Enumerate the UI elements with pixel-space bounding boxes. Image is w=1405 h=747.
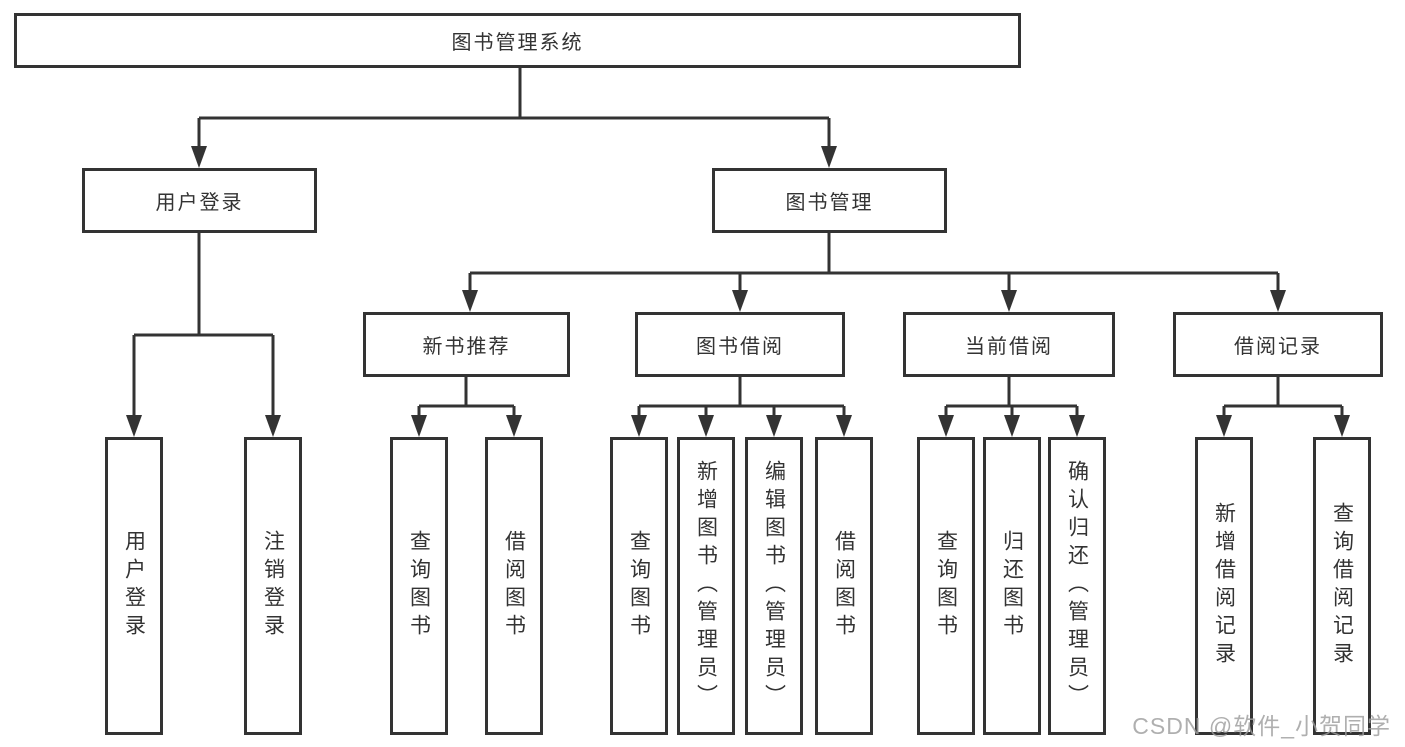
node-root: 图书管理系统 (14, 13, 1021, 68)
leaf-add-borrow-record-label: 新增借阅记录 (1212, 502, 1236, 670)
node-new-book-recommend-label: 新书推荐 (422, 336, 511, 358)
node-current-borrow: 当前借阅 (903, 312, 1115, 377)
node-root-label: 图书管理系统 (451, 32, 584, 54)
leaf-query-borrow-record: 查询借阅记录 (1313, 437, 1371, 735)
leaf-user-login-label: 用户登录 (122, 530, 146, 642)
leaf-return-book-label: 归还图书 (1000, 530, 1024, 642)
leaf-edit-book-admin-label: 编辑图书（管理员） (762, 460, 786, 712)
leaf-query-books-recommend-label: 查询图书 (407, 530, 431, 642)
leaf-borrow-books-recommend-label: 借阅图书 (502, 530, 526, 642)
node-current-borrow-label: 当前借阅 (965, 336, 1053, 358)
node-borrow-records-label: 借阅记录 (1234, 336, 1322, 358)
leaf-borrow-books-label: 借阅图书 (832, 530, 856, 642)
leaf-add-book-admin-label: 新增图书（管理员） (694, 460, 718, 712)
leaf-confirm-return-admin-label: 确认归还（管理员） (1065, 460, 1089, 712)
leaf-confirm-return-admin: 确认归还（管理员） (1048, 437, 1106, 735)
csdn-watermark: CSDN @软件_小贺同学 (1132, 713, 1391, 739)
node-book-borrow: 图书借阅 (635, 312, 845, 377)
leaf-query-books-borrow-label: 查询图书 (627, 530, 651, 642)
node-book-borrow-label: 图书借阅 (696, 336, 784, 358)
leaf-logout: 注销登录 (244, 437, 302, 735)
leaf-query-books-current-label: 查询图书 (934, 530, 958, 642)
leaf-query-books-current: 查询图书 (917, 437, 975, 735)
leaf-add-book-admin: 新增图书（管理员） (677, 437, 735, 735)
node-book-management-label: 图书管理 (785, 192, 874, 214)
node-borrow-records: 借阅记录 (1173, 312, 1383, 377)
leaf-query-borrow-record-label: 查询借阅记录 (1330, 502, 1354, 670)
node-new-book-recommend: 新书推荐 (363, 312, 570, 377)
leaf-borrow-books-recommend: 借阅图书 (485, 437, 543, 735)
node-user-login-label: 用户登录 (155, 192, 244, 214)
leaf-logout-label: 注销登录 (261, 530, 285, 642)
node-book-management: 图书管理 (712, 168, 947, 233)
arrow-down-icons (126, 146, 1350, 437)
connector-paths (132, 68, 1344, 419)
leaf-return-book: 归还图书 (983, 437, 1041, 735)
leaf-edit-book-admin: 编辑图书（管理员） (745, 437, 803, 735)
leaf-add-borrow-record: 新增借阅记录 (1195, 437, 1253, 735)
leaf-borrow-books: 借阅图书 (815, 437, 873, 735)
leaf-user-login: 用户登录 (105, 437, 163, 735)
leaf-query-books-borrow: 查询图书 (610, 437, 668, 735)
node-user-login: 用户登录 (82, 168, 317, 233)
leaf-query-books-recommend: 查询图书 (390, 437, 448, 735)
